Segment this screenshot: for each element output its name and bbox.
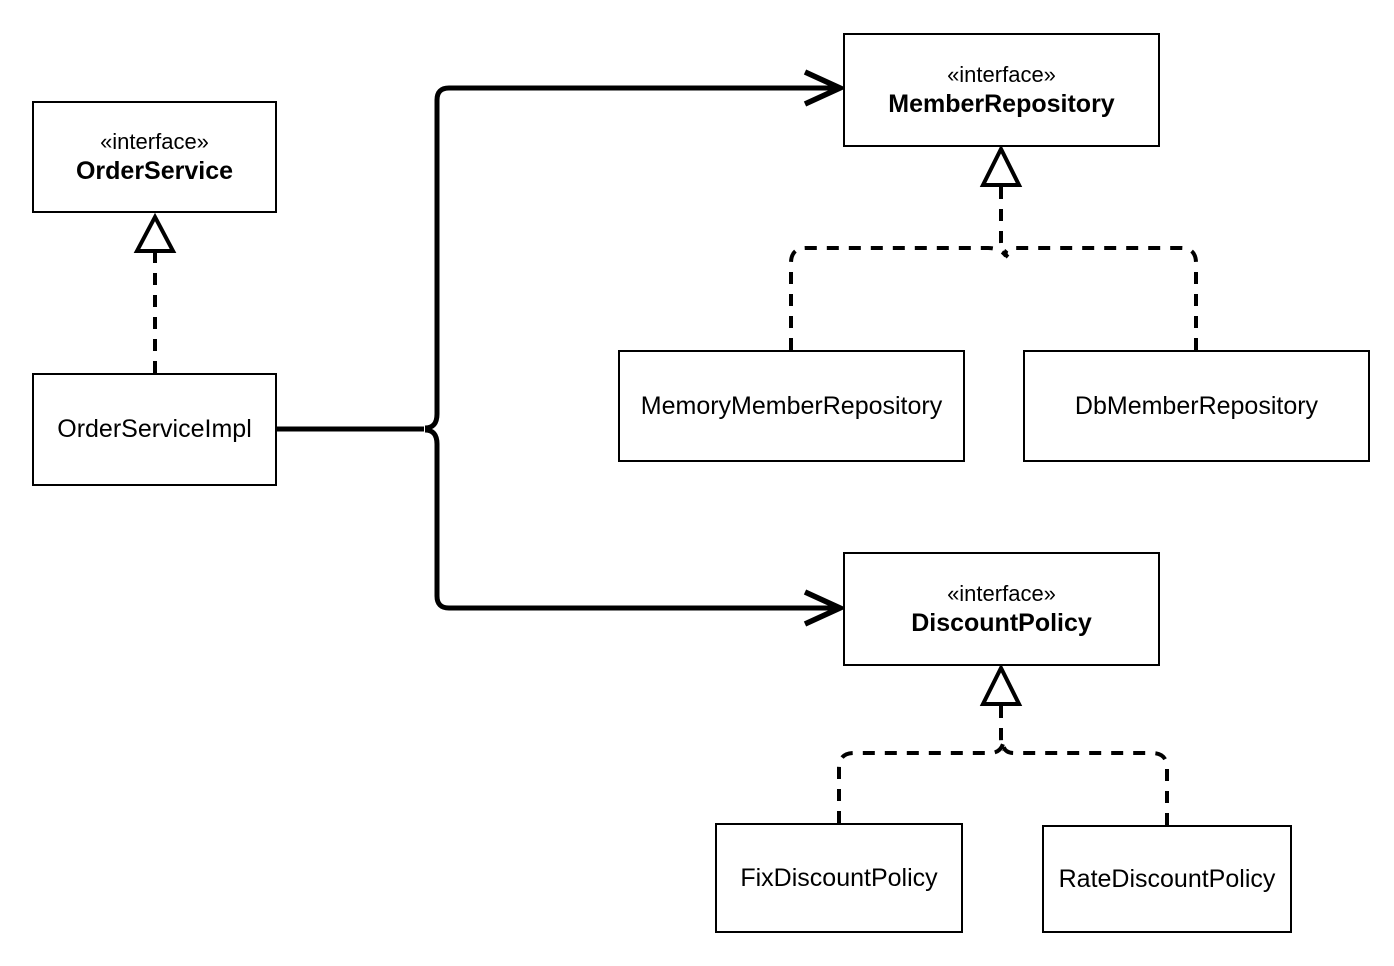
stereotype-label: «interface» [100,128,209,154]
interface-box-memberrepository: «interface» MemberRepository [843,33,1160,147]
class-box-orderserviceimpl: OrderServiceImpl [32,373,277,486]
stereotype-label: «interface» [947,61,1056,87]
class-box-dbmemberrepository: DbMemberRepository [1023,350,1370,462]
open-arrowhead [803,69,847,107]
class-name: RateDiscountPolicy [1058,864,1276,893]
realization-edge-orderserviceimpl-to-orderservice [133,212,177,373]
interface-box-orderservice: «interface» OrderService [32,101,277,213]
dependency-line-to-memberrepository [424,85,836,431]
realization-tree-memberrepository [789,144,1198,350]
realization-branch-rate [1001,743,1169,825]
realization-branch-db [1003,246,1198,350]
interface-box-discountpolicy: «interface» DiscountPolicy [843,552,1160,666]
hollow-triangle-arrowhead [133,212,177,253]
dependency-edges-orderserviceimpl [277,69,847,627]
class-name: FixDiscountPolicy [740,863,938,892]
class-box-fixdiscountpolicy: FixDiscountPolicy [715,823,963,933]
realization-branch-fix [837,743,1005,823]
interface-name: OrderService [75,157,234,186]
realization-branch-memory [789,246,1008,350]
dependency-line-to-discountpolicy [424,427,836,611]
class-name: DbMemberRepository [1074,391,1319,420]
realization-tree-discountpolicy [837,663,1169,825]
hollow-triangle-arrowhead [979,144,1023,187]
open-arrowhead [803,589,847,627]
class-box-ratediscountpolicy: RateDiscountPolicy [1042,825,1292,933]
class-name: MemoryMemberRepository [640,391,943,420]
class-name: OrderServiceImpl [57,415,252,443]
class-box-memorymemberrepository: MemoryMemberRepository [618,350,965,462]
realization-trunk-dashed [999,187,1010,259]
hollow-triangle-arrowhead [979,663,1023,706]
interface-name: MemberRepository [888,90,1115,119]
stereotype-label: «interface» [947,580,1056,606]
realization-trunk-dashed [999,706,1006,752]
interface-name: DiscountPolicy [911,609,1092,638]
